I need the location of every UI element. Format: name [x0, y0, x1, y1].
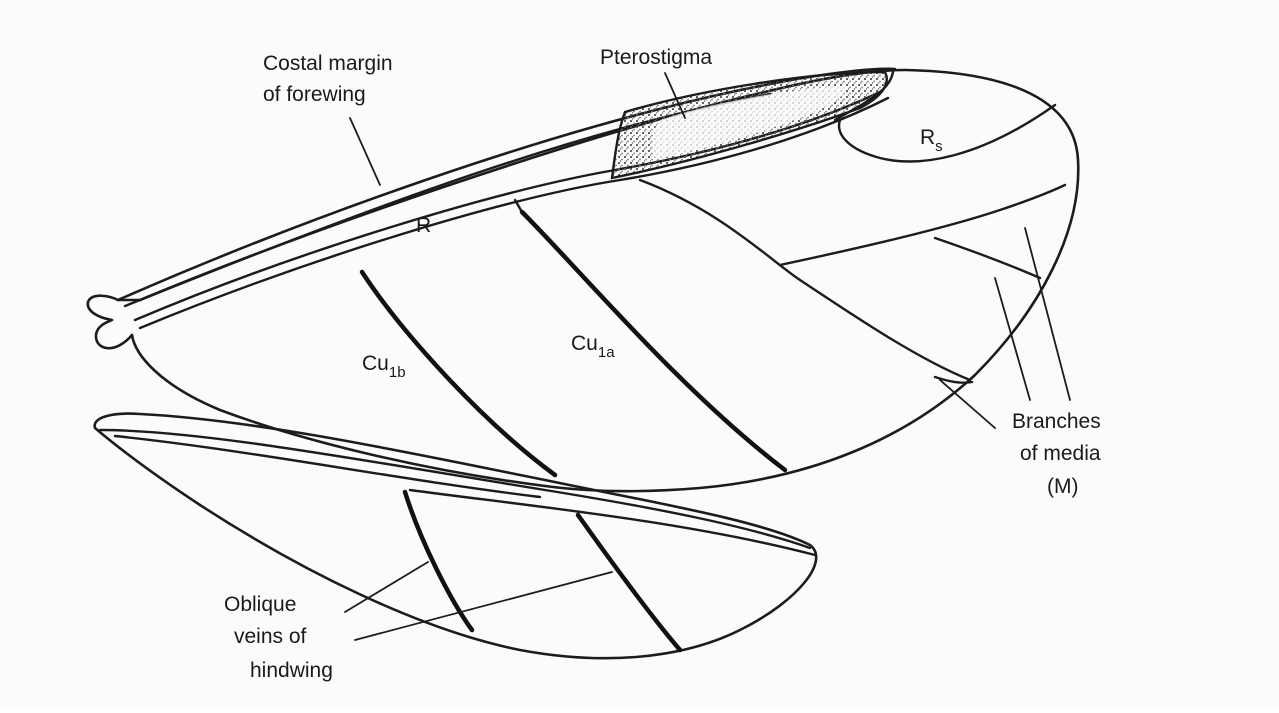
- costal-margin-label-line-2: of forewing: [263, 83, 366, 106]
- rs-vein: [839, 105, 1055, 161]
- hindwing-oblique-vein-1: [405, 492, 472, 630]
- media-leader-2: [1025, 228, 1070, 400]
- oblique-label-line-3: hindwing: [250, 659, 333, 682]
- cu1b-label-sub: 1b: [389, 364, 406, 381]
- cu1b-label: Cu1b: [362, 352, 406, 381]
- media-label-line-2: of media: [1020, 442, 1101, 465]
- cu1a-vein: [522, 212, 785, 470]
- media-leader-1: [995, 278, 1030, 400]
- cu1a-label-sub: 1a: [598, 344, 615, 361]
- cu1a-label: Cu1a: [571, 332, 615, 361]
- oblique-leader-1: [345, 562, 428, 612]
- hindwing-oblique-vein-2: [578, 515, 680, 650]
- hindwing-radius-lower: [410, 490, 815, 555]
- media-vein-1: [640, 180, 970, 380]
- media-label-line-3: (M): [1047, 475, 1078, 498]
- rs-label-main: R: [920, 126, 935, 149]
- costal-margin-leader: [350, 118, 380, 185]
- cu1a-label-main: Cu: [571, 332, 598, 355]
- hindwing: [95, 414, 816, 659]
- oblique-label-line-1: Oblique: [224, 593, 296, 616]
- media-label-line-1: Branches: [1012, 410, 1101, 433]
- media-vein-2: [780, 185, 1065, 265]
- cu1b-label-main: Cu: [362, 352, 389, 375]
- media-leader-3: [940, 380, 995, 428]
- rs-label-sub: s: [935, 138, 943, 155]
- pterostigma-label: Pterostigma: [600, 46, 712, 69]
- radius-label: R: [416, 214, 431, 237]
- leader-lines: [345, 73, 1070, 640]
- oblique-label-line-2: veins of: [234, 625, 307, 648]
- rs-label: Rs: [920, 126, 943, 155]
- hindwing-outline: [95, 414, 816, 659]
- media-vein-3: [935, 238, 1040, 278]
- costal-margin-label-line-1: Costal margin: [263, 52, 393, 75]
